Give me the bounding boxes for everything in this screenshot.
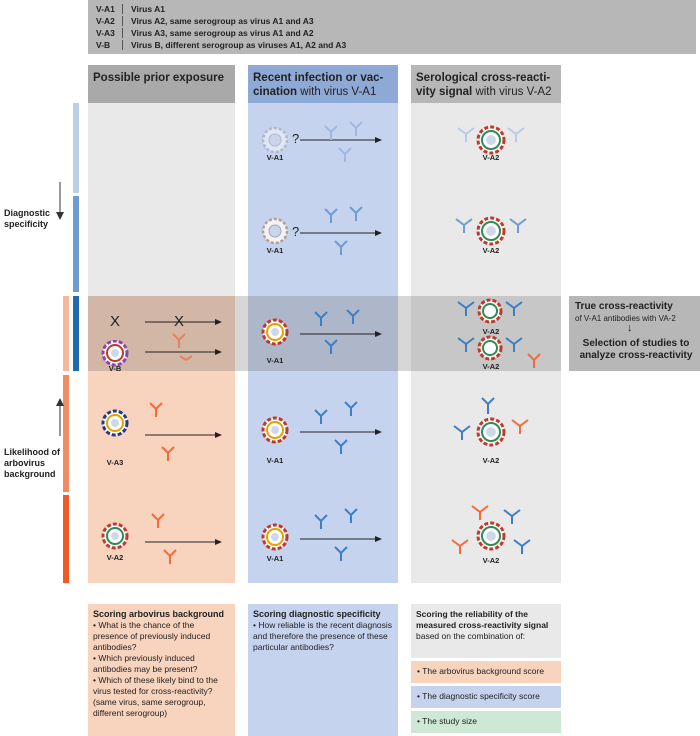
legend-row: V-A2 Virus A2, same serogroup as virus A1… xyxy=(96,16,314,26)
true-cross-reactivity-box: True cross-reactivity of V-A1 antibodies… xyxy=(569,296,700,371)
likelihood-arrow-icon xyxy=(56,398,64,436)
scoring-arbovirus-title: Scoring arbovirus background xyxy=(93,609,225,619)
row3-col3-virus-label: V-A2 xyxy=(482,362,500,371)
legend-box: V-A1 Virus A1 V-A2 Virus A2, same serogrou… xyxy=(88,0,696,54)
down-arrow-icon: ↓ xyxy=(627,322,633,334)
row5-col3-scene xyxy=(451,505,531,554)
legend-code: V-A3 xyxy=(96,28,123,38)
row1-col3-scene xyxy=(457,125,525,155)
row4-col2-scene xyxy=(261,401,382,454)
diagnostic-arrow-icon xyxy=(56,182,64,220)
likelihood-bar-segment xyxy=(63,495,69,583)
legend-desc: Virus A3, same serogroup as virus A1 and… xyxy=(131,28,314,38)
diagnostic-bar-segment xyxy=(73,196,79,292)
column-header-text: Possible prior exposure xyxy=(93,72,225,84)
row2-col3-virus-label: V-A2 xyxy=(482,246,500,255)
scoring-reliability-title: Scoring the reliability of the measured … xyxy=(416,609,556,642)
row5-col2-virus-label: V-A1 xyxy=(266,554,284,563)
column-header-subtext: with virus V-A1 xyxy=(297,86,377,98)
row2-col3-scene xyxy=(455,216,527,246)
column-header-recent-infection: Recent infection or vac­cination with vi… xyxy=(248,65,398,103)
legend-desc: Virus B, different serogroup as viruses … xyxy=(131,40,347,50)
row5-col3-virus-label: V-A2 xyxy=(482,556,500,565)
legend-row: V-B Virus B, different serogroup as virus… xyxy=(96,40,346,50)
row5-col1-virus-label: V-A2 xyxy=(106,553,124,562)
row3-col1-virus-label: V-B xyxy=(108,364,122,373)
diagnostic-bar-segment xyxy=(73,296,79,371)
scoring-arbovirus-box: Scoring arbovirus background • What is t… xyxy=(88,604,235,736)
row5-col2-scene xyxy=(261,508,382,561)
legend-code: V-A2 xyxy=(96,16,123,26)
column-header-subtext: with virus V-A2 xyxy=(472,86,552,98)
row2-question-mark: ? xyxy=(292,224,300,239)
right-box-subtitle: of V-A1 antibodies with VA-2 xyxy=(575,314,676,323)
row5-col1-scene xyxy=(101,513,222,564)
row1-col3-virus-label: V-A2 xyxy=(482,153,500,162)
row2-col2-virus-label: V-A1 xyxy=(266,246,284,255)
likelihood-bar-segment xyxy=(63,375,69,492)
row3-col3-scene xyxy=(457,298,541,368)
right-box-bottom: Selection of studies to analyze cross-re… xyxy=(579,338,693,361)
row4-col3-virus-label: V-A2 xyxy=(482,456,500,465)
diagnostic-specificity-label: Diagnostic specificity xyxy=(4,208,51,229)
diagnostic-bar-segment xyxy=(73,103,79,193)
legend-row: V-A3 Virus A3, same serogroup as virus A1… xyxy=(96,28,314,38)
likelihood-background-label: Likelihood of arbovirus background xyxy=(4,447,60,479)
scoring-reliability-header: Scoring the reliability of the measured … xyxy=(411,604,561,658)
arbovirus-score-item: • The arbovirus background score xyxy=(411,661,561,683)
right-box-title: True cross-reactivity xyxy=(575,301,673,312)
row1-col2-virus-label: V-A1 xyxy=(266,153,284,162)
row4-col3-scene xyxy=(453,397,529,447)
row2-col2-scene xyxy=(261,206,382,255)
legend-desc: Virus A1 xyxy=(131,4,166,14)
column-header-prior-exposure: Possible prior exposure xyxy=(88,65,235,103)
legend-code: V-A1 xyxy=(96,4,123,14)
legend-desc: Virus A2, same serogroup as virus A1 and… xyxy=(131,16,314,26)
scoring-arbovirus-item: • Which previously induced antibodies ma… xyxy=(93,653,198,674)
row1-col2-scene xyxy=(261,121,382,162)
row1-question-mark: ? xyxy=(292,131,300,146)
column-header-cross-reactivity: Serological cross-reacti­vity signal wit… xyxy=(411,65,561,103)
scoring-arbovirus-item: • Which of these likely bind to the viru… xyxy=(93,675,218,718)
row3-col1-arrows xyxy=(145,319,222,361)
row4-col1-scene xyxy=(101,402,222,461)
row3-col2-virus-label: V-A1 xyxy=(266,356,284,365)
row4-col2-virus-label: V-A1 xyxy=(266,456,284,465)
scoring-diagnostic-title: Scoring diagnostic specificity xyxy=(253,609,381,619)
row3-cross-mark: X xyxy=(174,313,185,330)
likelihood-bar-segment xyxy=(63,296,69,371)
row3-col3-virus-label: V-A2 xyxy=(482,327,500,336)
row3-virus-b-icon xyxy=(101,340,129,367)
column-header-text: Recent infection or vac­cination xyxy=(253,72,384,98)
legend-row: V-A1 Virus A1 xyxy=(96,4,165,14)
row3-col2-scene xyxy=(261,309,382,354)
row3-no-exposure-mark: X xyxy=(110,313,121,330)
scoring-arbovirus-item: • What is the chance of the presence of … xyxy=(93,620,211,652)
study-size-item: • The study size xyxy=(411,711,561,733)
scoring-reliability-title-light: based on the combinati­on of: xyxy=(416,631,526,641)
diagnostic-score-item: • The diagnostic specificity score xyxy=(411,686,561,708)
scoring-diagnostic-box: Scoring diagnostic specificity • How rel… xyxy=(248,604,398,736)
legend-code: V-B xyxy=(96,40,123,50)
column-header-text: Serological cross-reacti­vity signal xyxy=(416,72,551,98)
scoring-diagnostic-item: • How reliable is the recent diagnosis a… xyxy=(253,620,393,652)
scoring-reliability-title-bold: Scoring the reliability of the measured … xyxy=(416,609,549,630)
row4-col1-virus-label: V-A3 xyxy=(106,458,124,467)
